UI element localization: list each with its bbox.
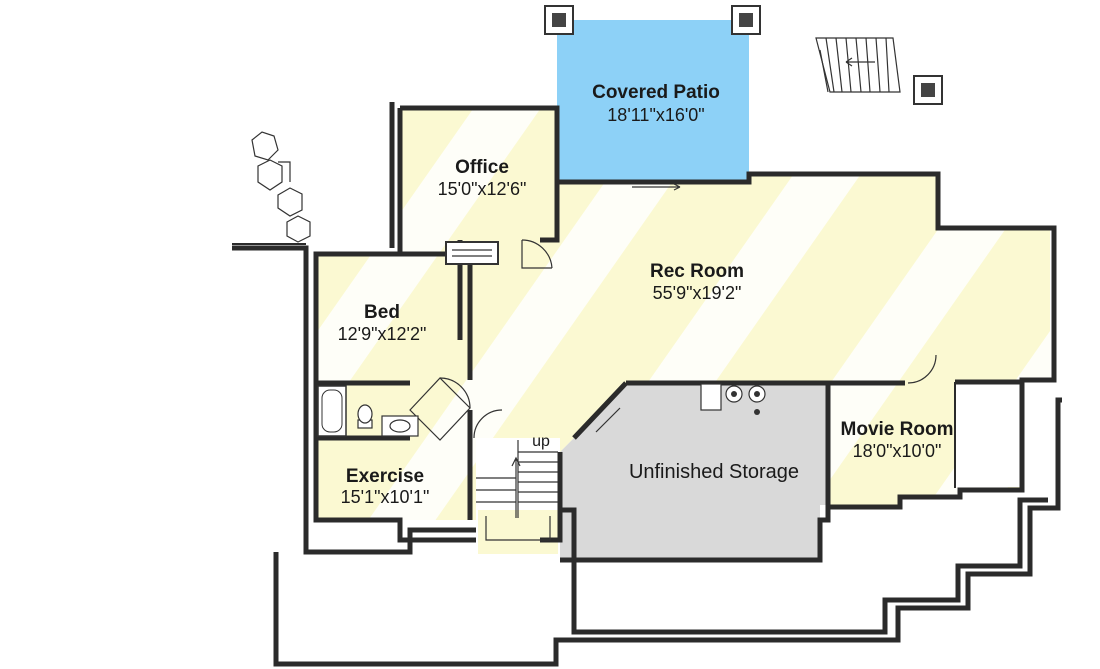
column-icon <box>544 5 943 105</box>
unfinished-storage-name: Unfinished Storage <box>629 461 799 483</box>
interior-walls <box>316 182 1022 520</box>
bed-dims: 12'9"x12'2" <box>338 324 427 344</box>
unfinished-storage-area <box>560 383 828 560</box>
bed-name: Bed <box>364 302 400 323</box>
office-dims: 15'0"x12'6" <box>438 179 527 199</box>
covered-patio-area <box>557 20 749 182</box>
covered-patio-dims: 18'11"x16'0" <box>607 105 704 125</box>
exterior-stair-icon <box>815 37 901 93</box>
stairs-up-label: up <box>532 433 550 450</box>
water-heater-icon <box>700 383 766 415</box>
rec-room-dims: 55'9"x19'2" <box>653 283 742 303</box>
main-floor-area <box>316 108 1050 520</box>
stair-icon <box>476 440 558 541</box>
toilet-icon <box>357 404 373 429</box>
sink-icon <box>381 415 419 437</box>
exercise-name: Exercise <box>346 466 424 487</box>
office-name: Office <box>455 157 509 178</box>
rec-room-name: Rec Room <box>650 261 744 282</box>
covered-patio-name: Covered Patio <box>592 82 720 103</box>
exercise-dims: 15'1"x10'1" <box>341 487 430 507</box>
doors <box>409 183 937 441</box>
boulder-icon <box>251 131 311 243</box>
movie-room-closet <box>955 382 1020 487</box>
movie-room-dims: 18'0"x10'0" <box>853 441 942 461</box>
movie-room-name: Movie Room <box>841 419 954 440</box>
